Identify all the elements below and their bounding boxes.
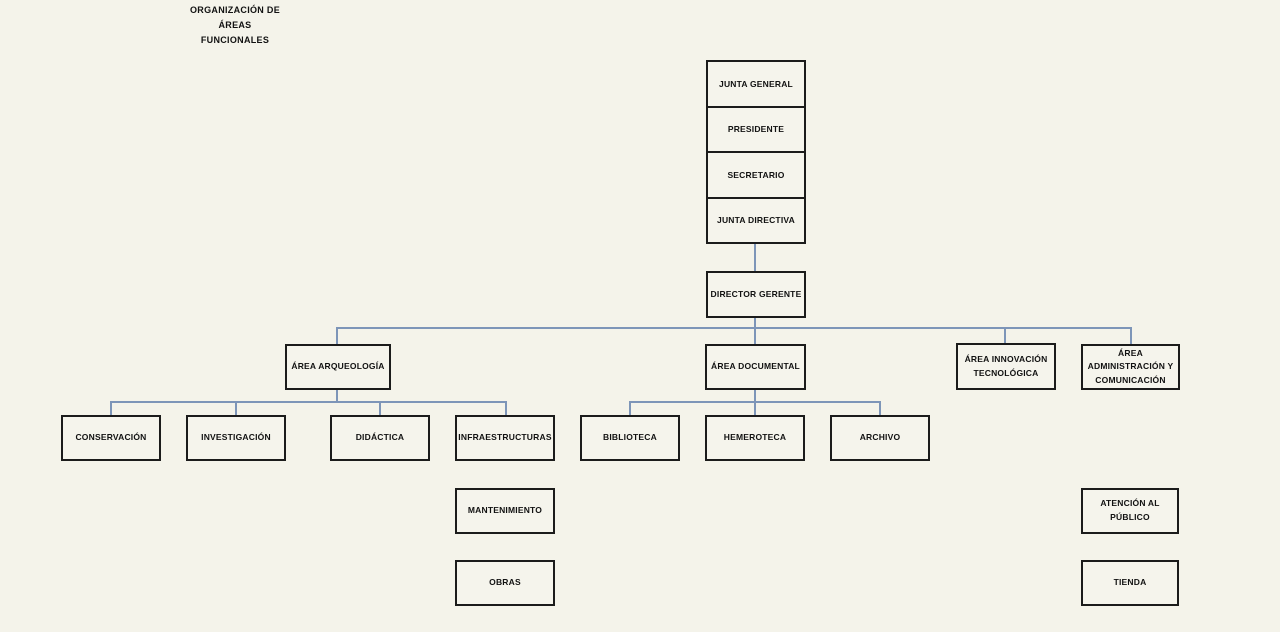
connector-drop-hemeroteca bbox=[754, 403, 756, 415]
node-director-gerente: DIRECTOR GERENTE bbox=[706, 271, 806, 318]
node-archivo: ARCHIVO bbox=[830, 415, 930, 461]
bottom-edge-strip bbox=[0, 632, 1280, 638]
node-secretario: SECRETARIO bbox=[708, 151, 804, 197]
connector-directiva-director bbox=[754, 244, 756, 271]
node-junta-directiva: JUNTA DIRECTIVA bbox=[708, 196, 804, 243]
node-area-administracion-comunicacion: ÁREA ADMINISTRACIÓN Y COMUNICACIÓN bbox=[1081, 344, 1180, 390]
node-infraestructuras: INFRAESTRUCTURAS bbox=[455, 415, 555, 461]
connector-drop-infraestructuras bbox=[505, 403, 507, 415]
node-mantenimiento: MANTENIMIENTO bbox=[455, 488, 555, 534]
node-conservacion: CONSERVACIÓN bbox=[61, 415, 161, 461]
connector-drop-documental bbox=[754, 329, 756, 344]
connector-drop-conservacion bbox=[110, 403, 112, 415]
connector-main-horizontal bbox=[336, 327, 1132, 329]
node-atencion-al-publico: ATENCIÓN AL PÚBLICO bbox=[1081, 488, 1179, 534]
connector-director-main bbox=[754, 318, 756, 328]
connector-arqueologia-horizontal bbox=[110, 401, 507, 403]
node-didactica: DIDÁCTICA bbox=[330, 415, 430, 461]
connector-arqueologia-feeder bbox=[336, 390, 338, 403]
node-biblioteca: BIBLIOTECA bbox=[580, 415, 680, 461]
node-area-documental: ÁREA DOCUMENTAL bbox=[705, 344, 806, 390]
connector-drop-investigacion bbox=[235, 403, 237, 415]
node-investigacion: INVESTIGACIÓN bbox=[186, 415, 286, 461]
governance-stack: JUNTA GENERAL PRESIDENTE SECRETARIO JUNT… bbox=[706, 60, 806, 244]
node-tienda: TIENDA bbox=[1081, 560, 1179, 606]
connector-drop-didactica bbox=[379, 403, 381, 415]
node-area-arqueologia: ÁREA ARQUEOLOGÍA bbox=[285, 344, 391, 390]
node-obras: OBRAS bbox=[455, 560, 555, 606]
connector-drop-arqueologia bbox=[336, 329, 338, 344]
node-hemeroteca: HEMEROTECA bbox=[705, 415, 805, 461]
connector-drop-administracion bbox=[1130, 329, 1132, 344]
node-area-innovacion-tecnologica: ÁREA INNOVACIÓN TECNOLÓGICA bbox=[956, 343, 1056, 390]
node-presidente: PRESIDENTE bbox=[708, 105, 804, 152]
connector-documental-horizontal bbox=[629, 401, 881, 403]
connector-drop-biblioteca bbox=[629, 403, 631, 415]
chart-title: ORGANIZACIÓN DE ÁREAS FUNCIONALES bbox=[190, 5, 280, 45]
connector-documental-feeder bbox=[754, 390, 756, 403]
connector-drop-archivo bbox=[879, 403, 881, 415]
connector-drop-innovacion bbox=[1004, 329, 1006, 343]
node-junta-general: JUNTA GENERAL bbox=[719, 78, 793, 89]
